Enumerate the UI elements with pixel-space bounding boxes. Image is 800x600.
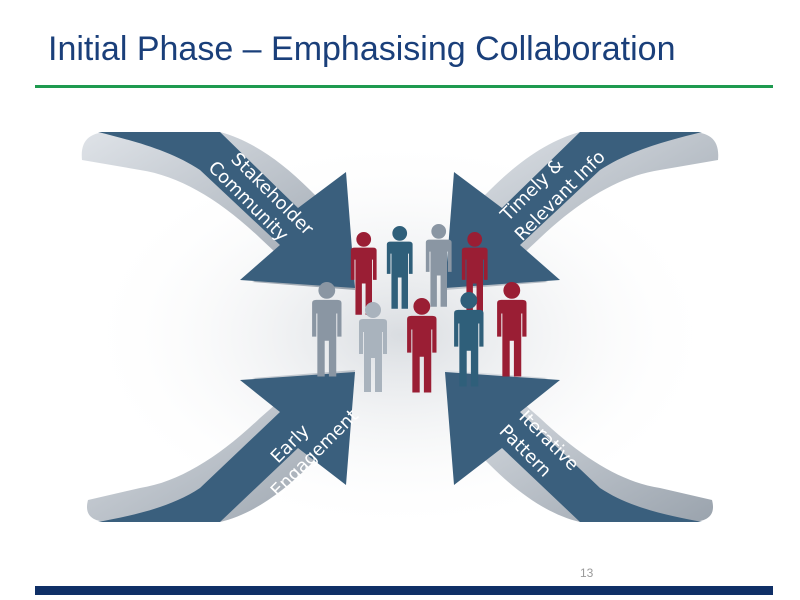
diagram-svg: Stakeholder Community Timely & Relevant …: [80, 132, 720, 535]
arrow-shape: [445, 372, 702, 522]
arrow-shape: [98, 132, 355, 288]
person-icon: [454, 292, 484, 387]
person-icon: [359, 302, 387, 392]
person-icon: [350, 232, 377, 315]
diagram-shadow: [80, 135, 720, 535]
person-icon: [386, 226, 413, 309]
people-group: [312, 224, 527, 393]
slide-title: Initial Phase – Emphasising Collaboratio…: [48, 30, 676, 68]
page-number: 13: [580, 566, 594, 580]
title-divider: [35, 85, 773, 88]
footer-bar: [35, 586, 773, 595]
person-icon: [407, 298, 437, 393]
arrow-shape: [445, 132, 702, 288]
person-icon: [497, 282, 527, 377]
arrow-shape: [98, 372, 355, 522]
person-icon: [312, 282, 342, 377]
collaboration-diagram: Stakeholder Community Timely & Relevant …: [70, 120, 730, 540]
person-icon: [425, 224, 452, 307]
